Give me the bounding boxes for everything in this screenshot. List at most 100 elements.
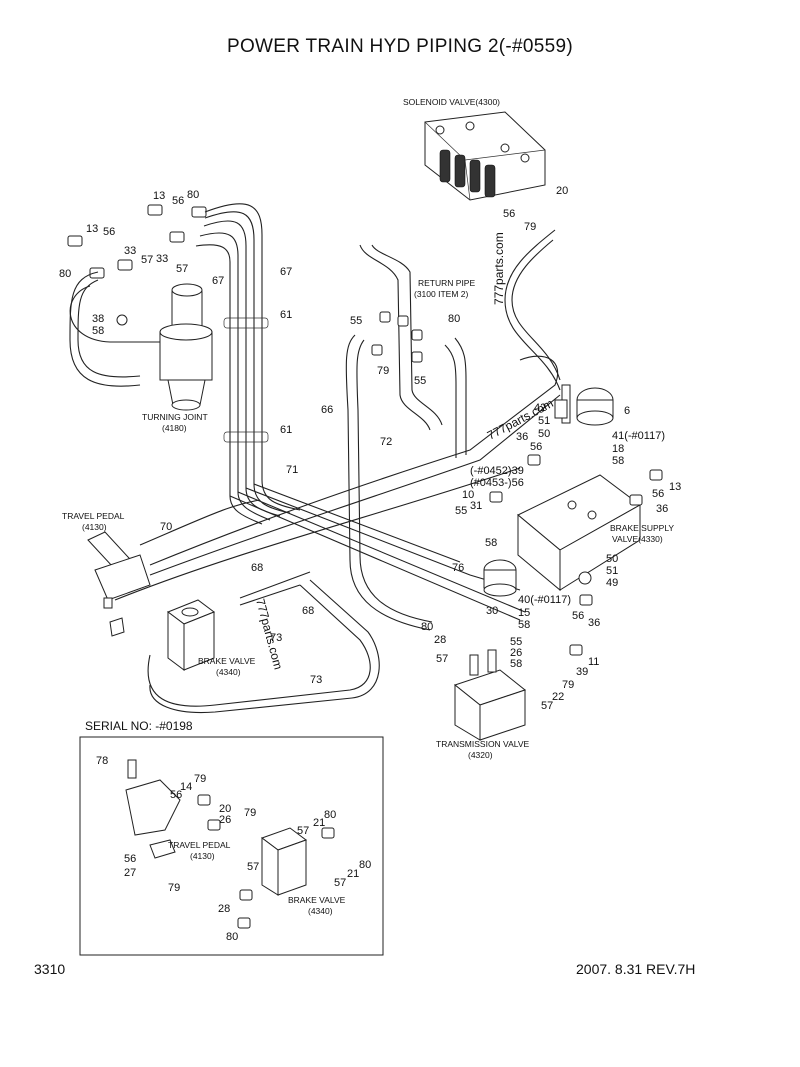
callout-27: 27 — [124, 867, 136, 879]
callout-15: 15 — [518, 607, 530, 619]
fitting-group-upper-left — [67, 204, 207, 326]
brake-valve-caption-1: BRAKE VALVE — [198, 656, 256, 666]
callout-31: 31 — [470, 500, 482, 512]
solenoid-valve-caption: SOLENOID VALVE(4300) — [403, 97, 500, 107]
callout-68: 68 — [251, 562, 263, 574]
callout-55: 55 — [510, 636, 522, 648]
callout-79: 79 — [194, 773, 206, 785]
clamp-61-lower — [223, 431, 269, 443]
callout-13: 13 — [669, 481, 681, 493]
callout-58: 58 — [92, 325, 104, 337]
callout-80: 80 — [324, 809, 336, 821]
callout-80: 80 — [359, 859, 371, 871]
callout-56: 56 — [103, 226, 115, 238]
transmission-valve-icon — [453, 649, 527, 741]
turning-joint-caption-2: (4180) — [162, 423, 187, 433]
brake-valve-icon — [166, 599, 216, 671]
page-title: POWER TRAIN HYD PIPING 2(-#0559) — [226, 36, 574, 57]
callout-30: 30 — [486, 605, 498, 617]
callout-51: 51 — [538, 415, 550, 427]
serial-inset-box — [79, 736, 384, 956]
callout-73: 73 — [270, 632, 282, 644]
callout-79: 79 — [524, 221, 536, 233]
callout-56: 56 — [172, 195, 184, 207]
turning-joint-icon — [159, 283, 213, 411]
callout-80: 80 — [59, 268, 71, 280]
return-pipe-caption-2: (3100 ITEM 2) — [414, 289, 468, 299]
callout-55: 55 — [350, 315, 362, 327]
callout-61: 61 — [280, 424, 292, 436]
callout-71: 71 — [286, 464, 298, 476]
callout-57: 57 — [176, 263, 188, 275]
callout-41: 41(-#0117) — [612, 430, 665, 442]
callout-20: 20 — [556, 185, 568, 197]
callout-79: 79 — [377, 365, 389, 377]
callout-20: 20 — [219, 803, 231, 815]
callout-79: 79 — [562, 679, 574, 691]
inset-travel-pedal-caption-1: TRAVEL PEDAL — [168, 840, 231, 850]
callout-28: 28 — [218, 903, 230, 915]
brake-valve-caption-2: (4340) — [216, 667, 241, 677]
callout-14: 14 — [180, 781, 192, 793]
callout-22: 22 — [552, 691, 564, 703]
callout-56: 56 — [572, 610, 584, 622]
inset-brake-valve-caption-2: (4340) — [308, 906, 333, 916]
callout-26: 26 — [510, 647, 522, 659]
transmission-caption-2: (4320) — [468, 750, 493, 760]
callout-11: 11 — [588, 656, 599, 668]
callout-58: 58 — [485, 537, 497, 549]
callout-58: 58 — [510, 658, 522, 670]
return-pipe-caption-1: RETURN PIPE — [418, 278, 475, 288]
callout-79: 79 — [168, 882, 180, 894]
callout-56: 56 — [170, 789, 182, 801]
inset-brake-valve-icon — [237, 827, 335, 929]
callout-56: 56 — [530, 441, 542, 453]
watermark-1: 777parts.com — [492, 232, 506, 305]
callout-55: 55 — [455, 505, 467, 517]
callout-36: 36 — [656, 503, 668, 515]
callout-57: 57 — [334, 877, 346, 889]
callout-57: 57 — [541, 700, 553, 712]
callout-70: 70 — [160, 521, 172, 533]
callout-6: 6 — [624, 405, 630, 417]
callout-28: 28 — [434, 634, 446, 646]
callout-57: 57 — [297, 825, 309, 837]
callouts: 20 56 79 13 56 80 13 56 33 33 57 57 80 6… — [59, 185, 681, 943]
travel-pedal-icon — [87, 531, 151, 637]
callout-36: 36 — [516, 431, 528, 443]
revision-date: 2007. 8.31 REV.7H — [576, 961, 696, 977]
callout-80: 80 — [226, 931, 238, 943]
callout-18: 18 — [612, 443, 624, 455]
callout-68: 68 — [302, 605, 314, 617]
callout-80: 80 — [187, 189, 199, 201]
callout-36: 36 — [588, 617, 600, 629]
callout-57: 57 — [141, 254, 153, 266]
inset-travel-pedal-icon — [125, 759, 221, 859]
inset-travel-pedal-caption-2: (4130) — [190, 851, 215, 861]
turning-joint-caption-1: TURNING JOINT — [142, 412, 208, 422]
callout-50: 50 — [606, 553, 618, 565]
callout-56: 56 — [503, 208, 515, 220]
callout-58: 58 — [612, 455, 624, 467]
callout-21: 21 — [313, 817, 325, 829]
clamp-61-upper — [223, 317, 269, 329]
callout-26: 26 — [219, 814, 231, 826]
accumulator-6-icon — [561, 384, 614, 426]
callout-58: 58 — [518, 619, 530, 631]
callout-66: 66 — [321, 404, 333, 416]
travel-pedal-caption-1: TRAVEL PEDAL — [62, 511, 125, 521]
solenoid-valve-icon — [424, 111, 546, 201]
callout-61: 61 — [280, 309, 292, 321]
callout-73: 73 — [310, 674, 322, 686]
pipe-bundle-vertical — [69, 203, 301, 525]
brake-supply-caption-2: VALVE(4330) — [612, 534, 663, 544]
page-number: 3310 — [34, 961, 66, 977]
callout-38: 38 — [92, 313, 104, 325]
callout-10: 10 — [462, 489, 474, 501]
callout-80: 80 — [448, 313, 460, 325]
callout-67: 67 — [212, 275, 224, 287]
callout-79: 79 — [244, 807, 256, 819]
callout-76: 76 — [452, 562, 464, 574]
callout-33: 33 — [124, 245, 136, 257]
